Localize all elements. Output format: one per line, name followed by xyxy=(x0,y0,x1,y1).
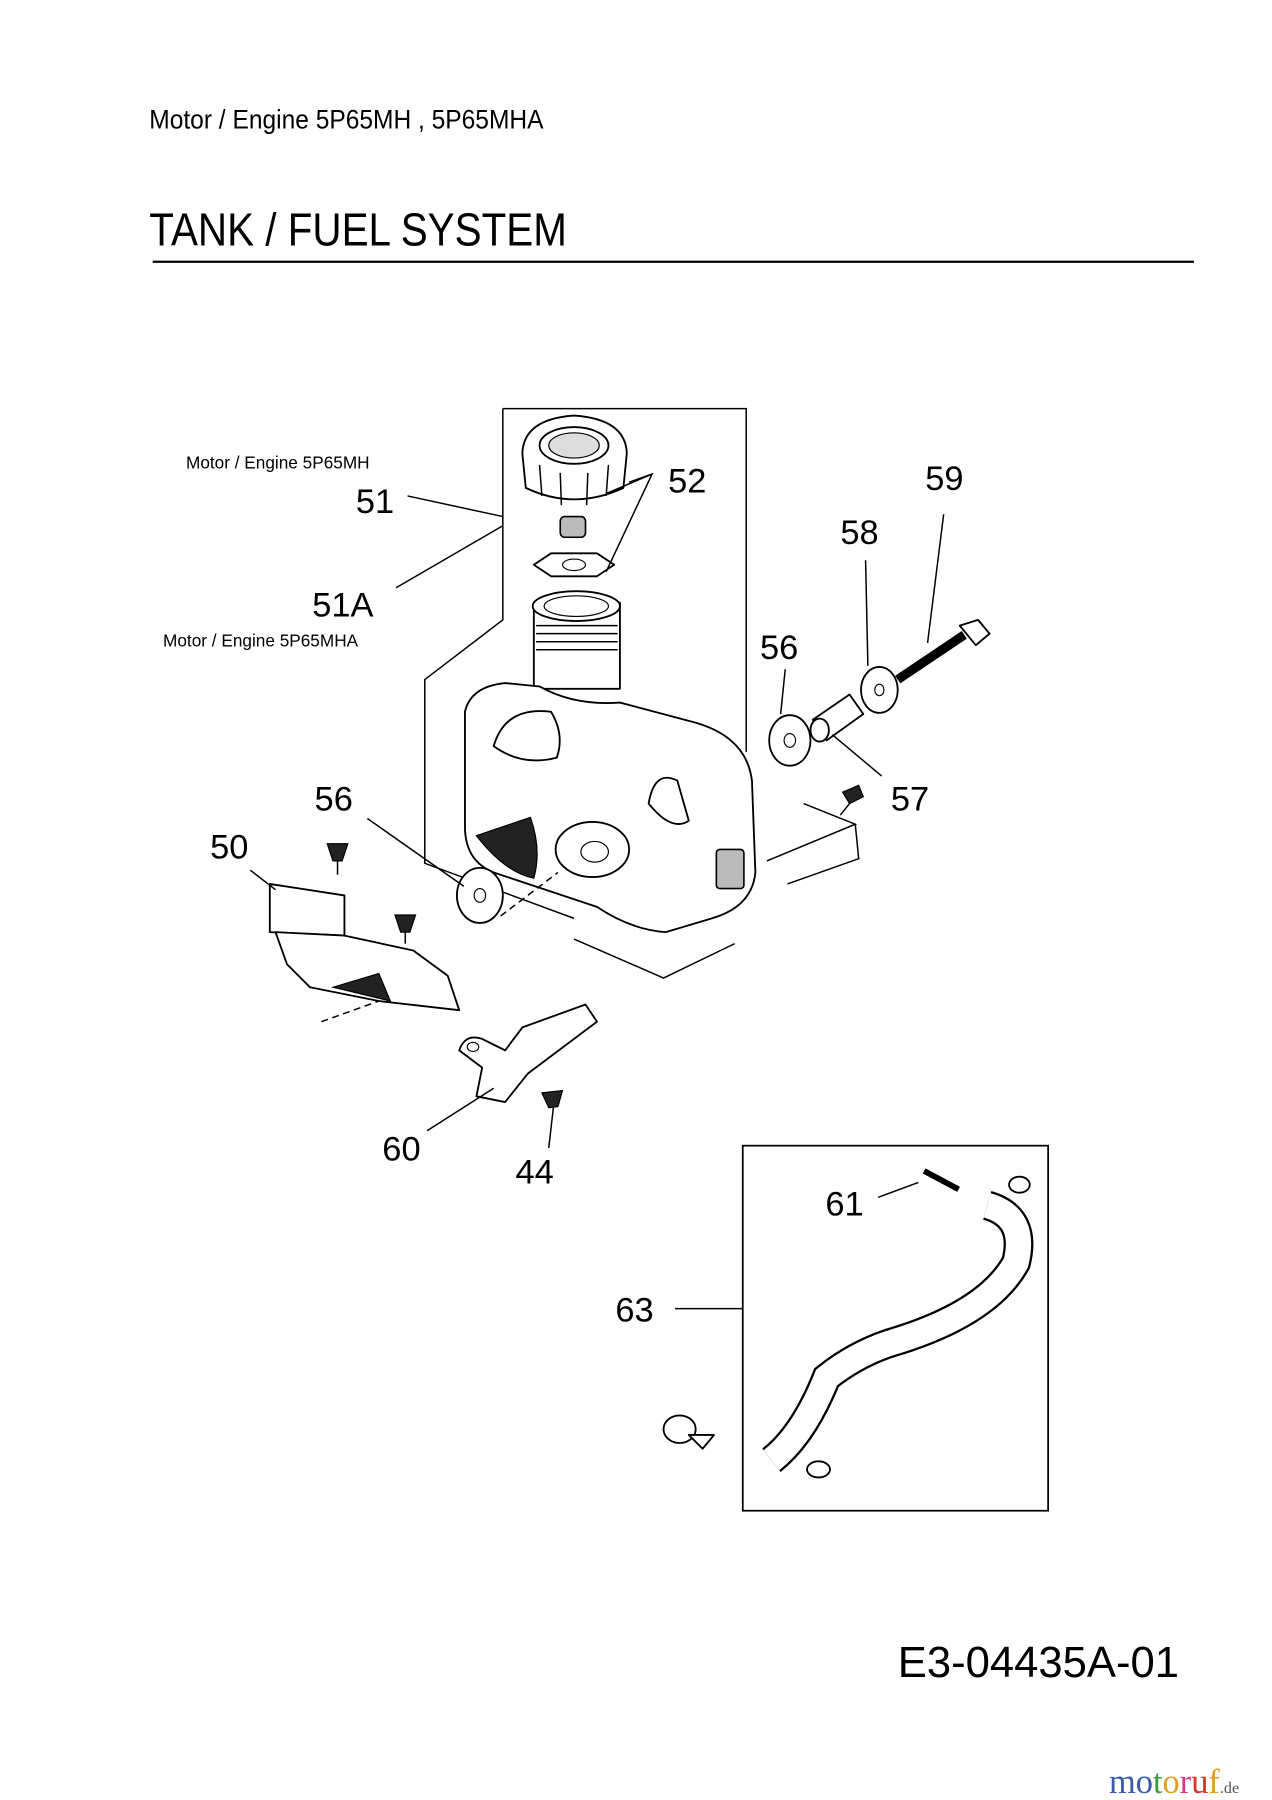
page-title: TANK / FUEL SYSTEM xyxy=(149,205,567,256)
mounting-hardware-right xyxy=(768,618,991,816)
callout-57: 57 xyxy=(891,780,929,818)
variant-note-5p65mha: Motor / Engine 5P65MHA xyxy=(163,630,359,650)
svg-text:motoruf.de: motoruf.de xyxy=(1109,1763,1239,1800)
callout-50: 50 xyxy=(210,829,248,867)
fuel-tank xyxy=(464,590,757,934)
callout-44: 44 xyxy=(515,1154,553,1192)
variant-note-5p65mh: Motor / Engine 5P65MH xyxy=(186,452,370,472)
callout-63: 63 xyxy=(615,1291,653,1329)
fuel-cap xyxy=(521,414,628,578)
fuel-hose-kit xyxy=(662,1144,1049,1512)
callout-61: 61 xyxy=(825,1186,863,1224)
callout-60: 60 xyxy=(382,1131,420,1169)
leader-lines xyxy=(249,472,945,1149)
callout-51a: 51A xyxy=(312,586,373,624)
tank-assembly-bracket xyxy=(424,407,860,979)
engine-models-heading: Motor / Engine 5P65MH , 5P65MHA xyxy=(149,106,543,135)
tank-bracket xyxy=(458,1003,598,1109)
callout-59: 59 xyxy=(925,460,963,498)
drawing-number: E3-04435A-01 xyxy=(898,1639,1179,1687)
callout-58: 58 xyxy=(840,514,878,552)
washer-56-left xyxy=(456,866,504,924)
heat-shield xyxy=(268,843,461,1012)
callout-52: 52 xyxy=(668,462,706,500)
callout-51: 51 xyxy=(356,483,394,521)
callout-56-left: 56 xyxy=(315,780,353,818)
callout-56-right: 56 xyxy=(760,629,798,667)
callout-labels: 51 52 59 58 51A 56 56 57 50 60 44 61 63 xyxy=(210,460,963,1329)
motoruf-logo: motoruf.de xyxy=(1109,1763,1239,1800)
